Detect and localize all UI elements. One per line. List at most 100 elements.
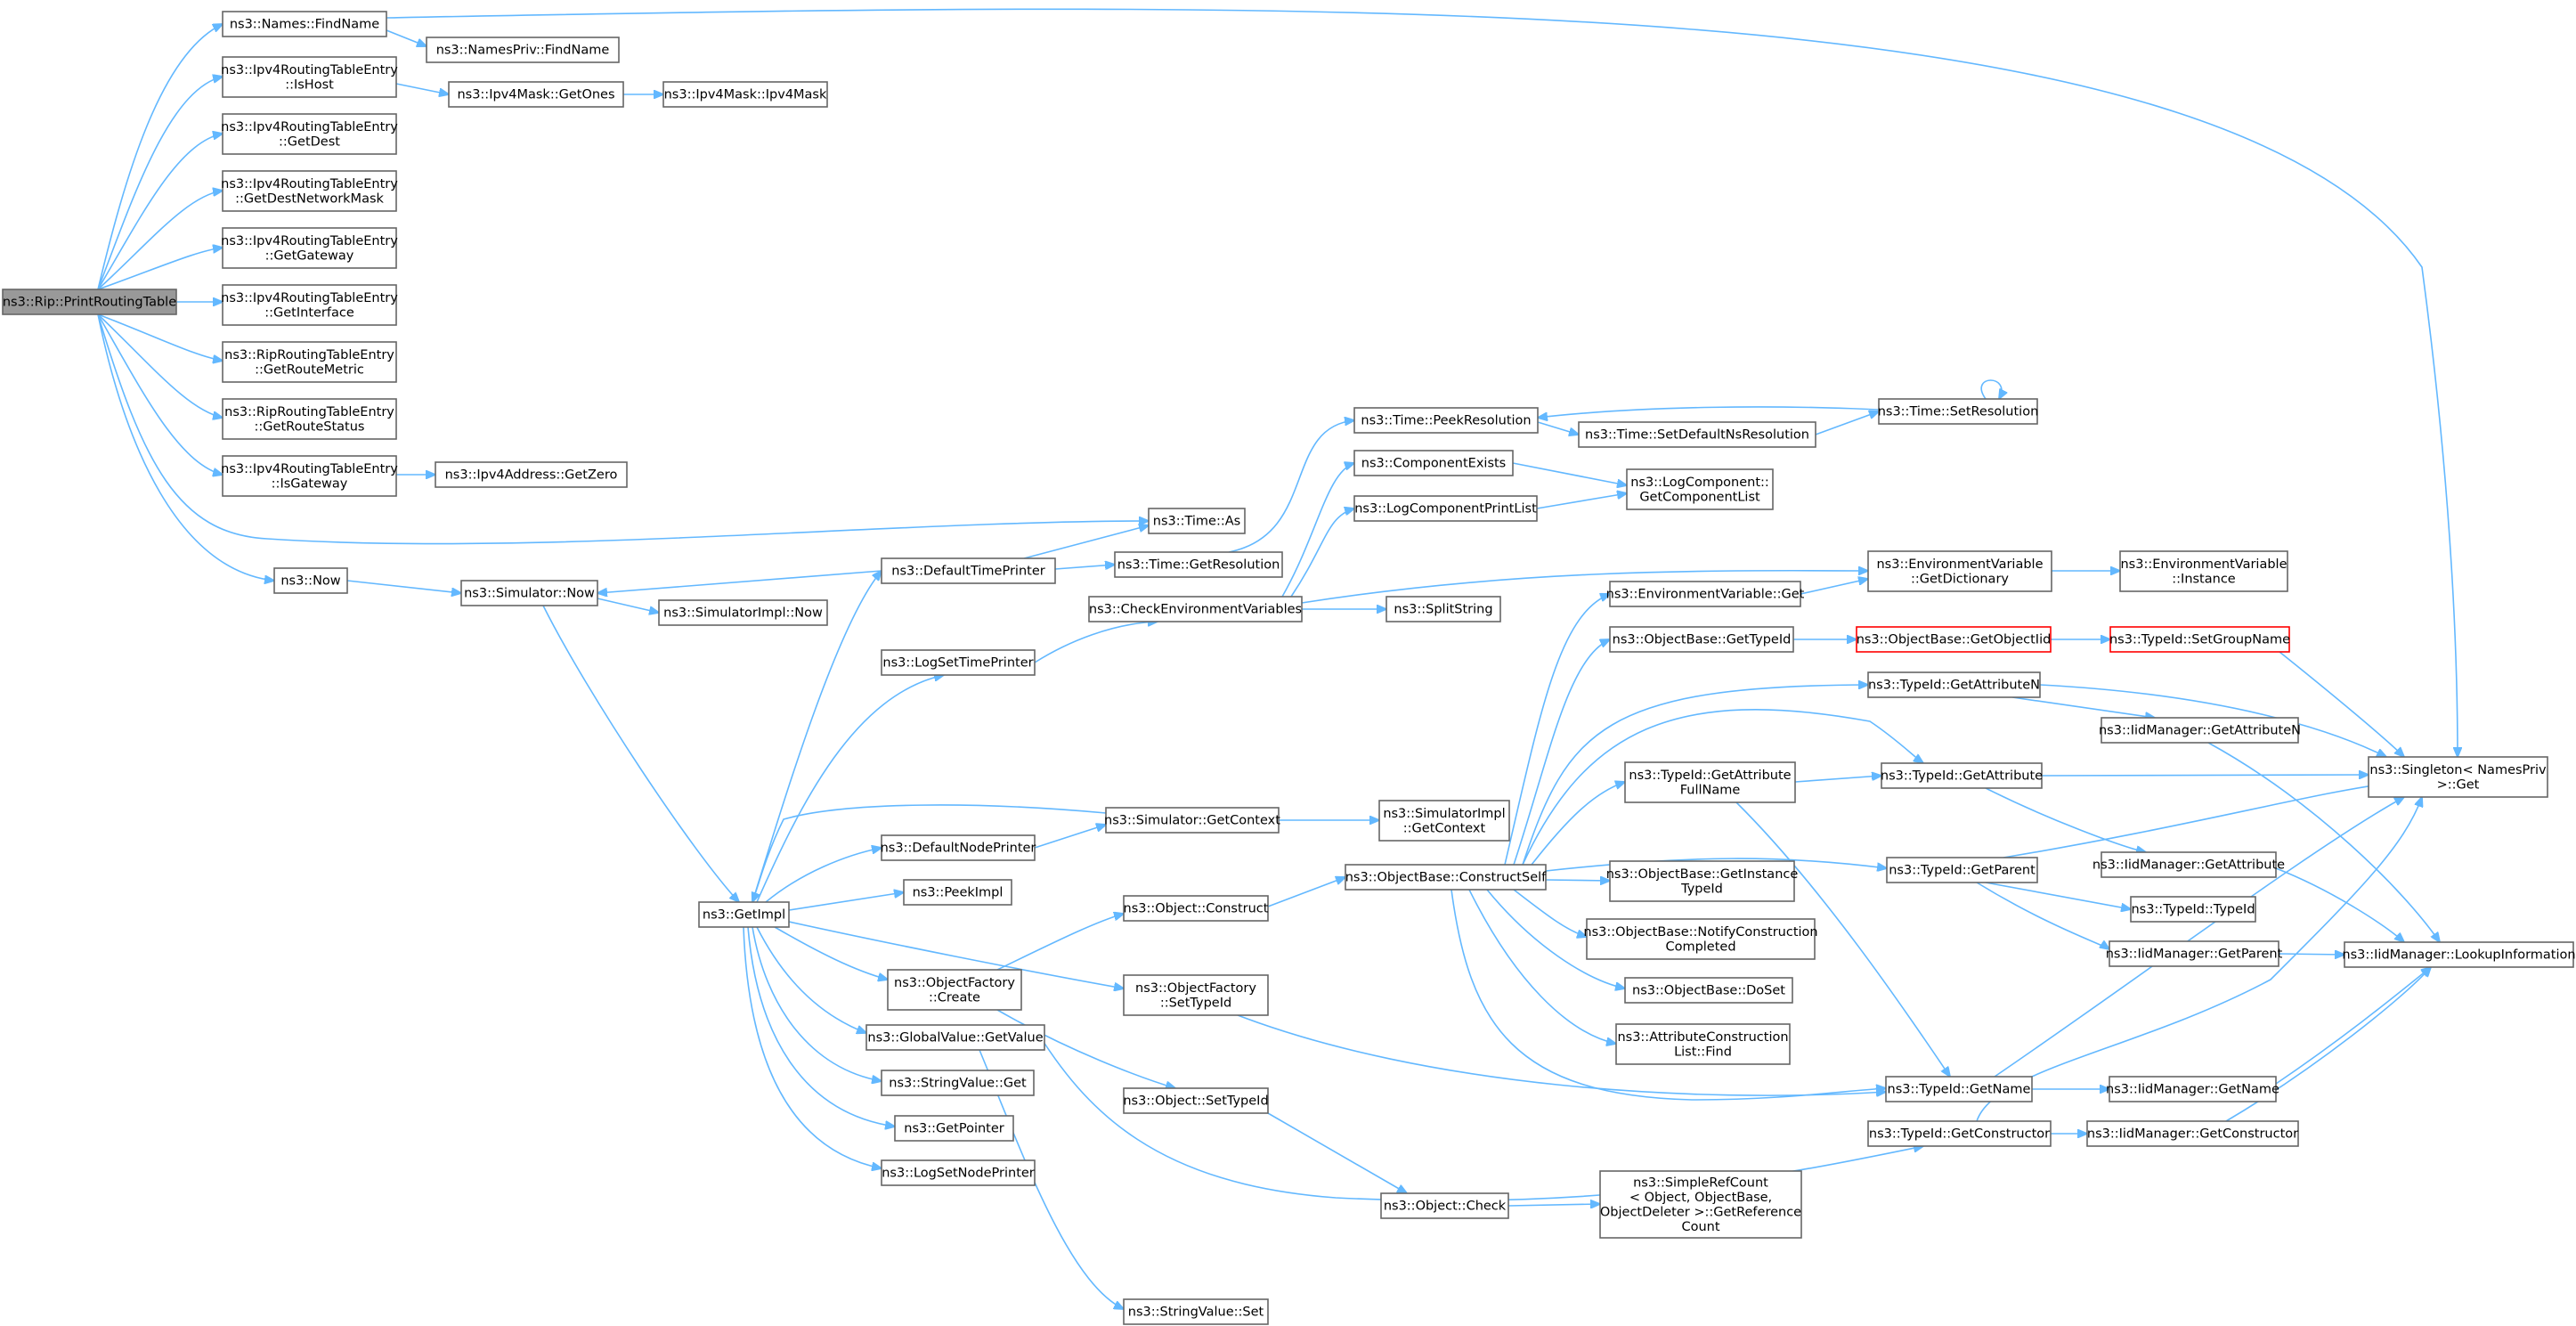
node-ishost-box bbox=[222, 56, 397, 98]
node-routemetric[interactable]: ns3::RipRoutingTableEntry::GetRouteMetri… bbox=[222, 341, 397, 383]
node-getimpl[interactable]: ns3::GetImpl bbox=[698, 901, 790, 928]
node-peekresolution[interactable]: ns3::Time::PeekResolution bbox=[1353, 407, 1539, 434]
node-setgroupname[interactable]: ns3::TypeId::SetGroupName bbox=[2109, 626, 2290, 653]
node-getdictionary[interactable]: ns3::EnvironmentVariable::GetDictionary bbox=[1867, 550, 2052, 592]
node-getconstructor[interactable]: ns3::TypeId::GetConstructor bbox=[1867, 1120, 2052, 1147]
node-splitstring-box bbox=[1386, 596, 1501, 622]
node-namespriv[interactable]: ns3::NamesPriv::FindName bbox=[426, 37, 620, 63]
node-objfactorycreate[interactable]: ns3::ObjectFactory::Create bbox=[887, 969, 1022, 1011]
node-iidgetparent[interactable]: ns3::IidManager::GetParent bbox=[2106, 940, 2283, 967]
node-simnow[interactable]: ns3::Simulator::Now bbox=[460, 580, 598, 606]
node-getdestmask[interactable]: ns3::Ipv4RoutingTableEntry::GetDestNetwo… bbox=[221, 170, 398, 212]
node-defaultnodeprinter-box bbox=[881, 834, 1036, 861]
node-envinstance[interactable]: ns3::EnvironmentVariable::Instance bbox=[2119, 550, 2288, 592]
node-getinterface[interactable]: ns3::Ipv4RoutingTableEntry::GetInterface bbox=[221, 284, 398, 326]
node-objcheck[interactable]: ns3::Object::Check bbox=[1380, 1192, 1509, 1219]
node-notifyconstruction[interactable]: ns3::ObjectBase::NotifyConstructionCompl… bbox=[1583, 918, 1818, 960]
edge-findname-to-namespriv bbox=[386, 29, 427, 46]
node-singletonget[interactable]: ns3::Singleton< NamesPriv >::Get bbox=[2368, 756, 2548, 798]
node-iidgetconstructor[interactable]: ns3::IidManager::GetConstructor bbox=[2086, 1120, 2299, 1147]
edge-iidgetparent-to-lookupinfo bbox=[2278, 954, 2344, 955]
node-simplerefcount[interactable]: ns3::SimpleRefCount< Object, ObjectBase,… bbox=[1599, 1170, 1802, 1239]
node-componentexists[interactable]: ns3::ComponentExists bbox=[1353, 450, 1514, 476]
edge-root-to-routestatus bbox=[97, 313, 223, 418]
node-getattributen[interactable]: ns3::TypeId::GetAttributeN bbox=[1867, 671, 2041, 698]
node-stringvalueget[interactable]: ns3::StringValue::Get bbox=[881, 1070, 1035, 1096]
node-getcomponentlist[interactable]: ns3::LogComponent::GetComponentList bbox=[1626, 468, 1774, 510]
node-simimplgetcontext[interactable]: ns3::SimulatorImpl::GetContext bbox=[1378, 800, 1510, 842]
node-doset-label: ns3::ObjectBase::DoSet bbox=[1632, 984, 1785, 998]
node-iidgetname-box bbox=[2109, 1076, 2277, 1102]
node-getresolution-label: ns3::Time::GetResolution bbox=[1117, 558, 1280, 573]
node-now[interactable]: ns3::Now bbox=[273, 567, 348, 594]
node-simimplnow[interactable]: ns3::SimulatorImpl::Now bbox=[658, 599, 828, 626]
node-getzero[interactable]: ns3::Ipv4Address::GetZero bbox=[435, 461, 628, 488]
node-getinterface-box bbox=[222, 284, 397, 326]
node-iidgetattributen[interactable]: ns3::IidManager::GetAttributeN bbox=[2099, 717, 2301, 744]
node-objfactorysettypeid-label: ::SetTypeId bbox=[1160, 996, 1231, 1010]
node-findname-box bbox=[222, 11, 387, 37]
node-getattribute[interactable]: ns3::TypeId::GetAttribute bbox=[1881, 762, 2043, 789]
node-constructself[interactable]: ns3::ObjectBase::ConstructSelf bbox=[1345, 864, 1547, 891]
node-getattrfullname-box bbox=[1624, 761, 1796, 803]
node-getones-label: ns3::Ipv4Mask::GetOnes bbox=[457, 88, 614, 102]
node-ipv4mask[interactable]: ns3::Ipv4Mask::Ipv4Mask bbox=[662, 81, 828, 108]
node-isgateway[interactable]: ns3::Ipv4RoutingTableEntry::IsGateway bbox=[221, 455, 398, 497]
node-simplerefcount-label: < Object, ObjectBase, bbox=[1629, 1191, 1772, 1205]
node-getobjectiid[interactable]: ns3::ObjectBase::GetObjectIid bbox=[1856, 626, 2052, 653]
node-peekimpl[interactable]: ns3::PeekImpl bbox=[903, 879, 1012, 906]
node-getconstructor-label: ns3::TypeId::GetConstructor bbox=[1869, 1127, 2050, 1142]
node-getinstancetypeid-label: TypeId bbox=[1680, 882, 1723, 896]
node-routestatus[interactable]: ns3::RipRoutingTableEntry::GetRouteStatu… bbox=[222, 398, 397, 440]
node-typeidgetname[interactable]: ns3::TypeId::GetName bbox=[1885, 1076, 2033, 1102]
node-defaulttimeprinter[interactable]: ns3::DefaultTimePrinter bbox=[881, 557, 1056, 584]
node-objfactorysettypeid-box bbox=[1123, 974, 1269, 1016]
node-getones[interactable]: ns3::Ipv4Mask::GetOnes bbox=[448, 81, 624, 108]
node-componentexists-label: ns3::ComponentExists bbox=[1361, 457, 1507, 471]
node-findname[interactable]: ns3::Names::FindName bbox=[222, 11, 387, 37]
node-typeidtypeid[interactable]: ns3::TypeId::TypeId bbox=[2130, 896, 2256, 923]
node-getdest[interactable]: ns3::Ipv4RoutingTableEntry::GetDest bbox=[221, 113, 398, 155]
call-nodes: ns3::Rip::PrintRoutingTable ns3::Names::F… bbox=[2, 11, 2576, 1325]
node-iidgetname[interactable]: ns3::IidManager::GetName bbox=[2106, 1076, 2279, 1102]
node-logsettimeprinter-label: ns3::LogSetTimePrinter bbox=[882, 656, 1033, 671]
node-objfactorycreate-box bbox=[887, 969, 1022, 1011]
node-root[interactable]: ns3::Rip::PrintRoutingTable bbox=[2, 289, 177, 315]
node-getresolution[interactable]: ns3::Time::GetResolution bbox=[1114, 551, 1283, 578]
node-getpointer[interactable]: ns3::GetPointer bbox=[894, 1115, 1014, 1142]
node-globalvalueget[interactable]: ns3::GlobalValue::GetValue bbox=[865, 1024, 1045, 1051]
node-logsetnodeprinter-label: ns3::LogSetNodePrinter bbox=[882, 1167, 1035, 1181]
node-objconstruct[interactable]: ns3::Object::Construct bbox=[1123, 895, 1269, 922]
node-objconstruct-label: ns3::Object::Construct bbox=[1124, 902, 1269, 916]
node-constructself-box bbox=[1345, 864, 1547, 891]
node-logcompprintlist[interactable]: ns3::LogComponentPrintList bbox=[1353, 495, 1538, 522]
node-getgateway[interactable]: ns3::Ipv4RoutingTableEntry::GetGateway bbox=[221, 227, 398, 269]
node-getdest-label: ns3::Ipv4RoutingTableEntry bbox=[221, 120, 398, 134]
node-logsetnodeprinter[interactable]: ns3::LogSetNodePrinter bbox=[881, 1159, 1036, 1186]
node-checkenv[interactable]: ns3::CheckEnvironmentVariables bbox=[1088, 596, 1303, 622]
node-setresolution[interactable]: ns3::Time::SetResolution bbox=[1878, 398, 2039, 425]
node-objbasegettypeid[interactable]: ns3::ObjectBase::GetTypeId bbox=[1609, 626, 1794, 653]
node-logsettimeprinter[interactable]: ns3::LogSetTimePrinter bbox=[881, 649, 1036, 676]
edge-objsettypeid-to-objcheck bbox=[1267, 1112, 1407, 1193]
node-objcheck-box bbox=[1380, 1192, 1509, 1219]
node-lookupinfo[interactable]: ns3::IidManager::LookupInformation bbox=[2342, 941, 2576, 968]
node-splitstring[interactable]: ns3::SplitString bbox=[1386, 596, 1501, 622]
node-iidgetattribute[interactable]: ns3::IidManager::GetAttribute bbox=[2092, 851, 2285, 878]
node-doset[interactable]: ns3::ObjectBase::DoSet bbox=[1624, 977, 1793, 1004]
edge-findname-to-singletonget bbox=[386, 8, 2458, 757]
node-setdefaultns[interactable]: ns3::Time::SetDefaultNsResolution bbox=[1578, 421, 1816, 448]
node-objfactorysettypeid[interactable]: ns3::ObjectFactory::SetTypeId bbox=[1123, 974, 1269, 1016]
node-timeas[interactable]: ns3::Time::As bbox=[1148, 508, 1246, 534]
node-stringvalueset[interactable]: ns3::StringValue::Set bbox=[1123, 1298, 1269, 1325]
node-getparent[interactable]: ns3::TypeId::GetParent bbox=[1886, 857, 2038, 883]
node-objsettypeid[interactable]: ns3::Object::SetTypeId bbox=[1123, 1087, 1269, 1114]
node-envget[interactable]: ns3::EnvironmentVariable::Get bbox=[1606, 581, 1805, 607]
node-defaultnodeprinter[interactable]: ns3::DefaultNodePrinter bbox=[881, 834, 1036, 861]
edge-simnow-to-getimpl bbox=[542, 605, 739, 902]
node-simgetcontext[interactable]: ns3::Simulator::GetContext bbox=[1104, 807, 1280, 834]
node-ishost[interactable]: ns3::Ipv4RoutingTableEntry::IsHost bbox=[221, 56, 398, 98]
